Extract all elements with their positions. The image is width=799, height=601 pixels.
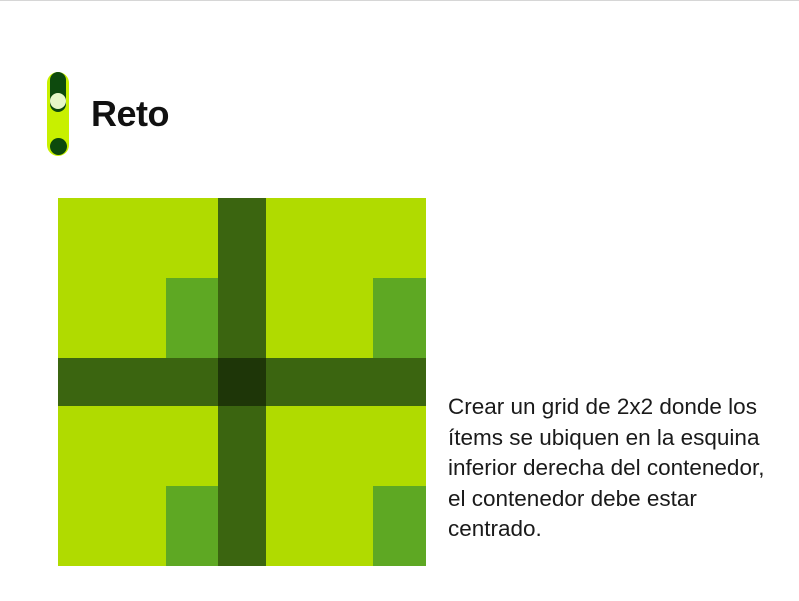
grid-item-3 — [166, 486, 218, 566]
challenge-description: Crear un grid de 2x2 donde los ítems se … — [448, 394, 765, 541]
grid-item-2 — [373, 278, 426, 358]
slide-title: Reto — [91, 93, 170, 134]
logo-dot-dark — [50, 138, 67, 155]
toggle-pill-icon — [47, 72, 69, 156]
grid-gap-intersection — [218, 358, 266, 406]
logo-dot-light — [50, 93, 66, 109]
top-border — [0, 0, 799, 1]
grid-item-4 — [373, 486, 426, 566]
grid-illustration — [58, 198, 426, 566]
grid-item-1 — [166, 278, 218, 358]
